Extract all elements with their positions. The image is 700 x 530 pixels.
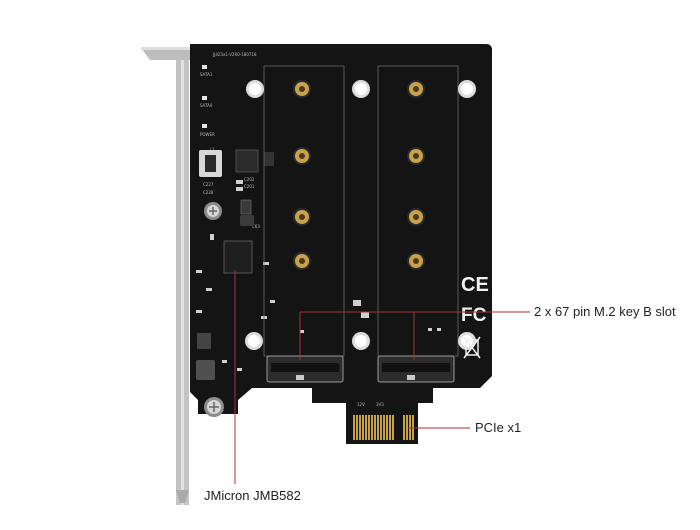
power-components — [196, 149, 274, 380]
board-code-text: JJ425a1-V2R0-180718 — [212, 52, 257, 57]
m2-connector-right — [377, 355, 455, 383]
weee-bin-icon — [463, 336, 481, 359]
ce-logo: CE — [461, 274, 489, 296]
pcb-board — [190, 44, 492, 444]
pcie-gold-fingers — [353, 415, 414, 440]
mounting-bracket — [141, 47, 190, 505]
led-label-sata0: SATA0 — [200, 103, 213, 108]
jmicron-chip — [223, 240, 253, 274]
callout-label-slot: 2 x 67 pin M.2 key B slot — [534, 304, 676, 319]
led-label-power: POWER — [200, 132, 215, 137]
smd-parts — [196, 234, 441, 371]
capacitor-label-c227: C227 — [203, 182, 214, 187]
callout-label-pcie: PCIe x1 — [475, 420, 522, 435]
led-label-sata1: SATA1 — [200, 72, 213, 77]
standoffs-right — [407, 80, 425, 270]
capacitor-label-c202: C202 — [244, 177, 255, 182]
status-leds — [202, 65, 207, 128]
mounting-holes — [245, 80, 476, 350]
callout-label-chip: JMicron JMB582 — [204, 488, 301, 503]
callout-line-slot — [299, 311, 530, 360]
screw-top — [204, 202, 222, 220]
pin-label-12v: 12V — [357, 402, 365, 407]
fcc-logo: FC — [461, 305, 487, 326]
capacitor-label-c228: C228 — [203, 190, 214, 195]
screw-bottom — [204, 397, 224, 417]
standoffs-left — [293, 80, 311, 270]
capacitor-label-c201: C201 — [244, 184, 255, 189]
capacitor-label-c63: C63 — [252, 224, 260, 229]
pin-label-3v3: 3V3 — [376, 402, 384, 407]
m2-connector-left — [266, 355, 344, 383]
inductor-label: L1 — [210, 147, 215, 152]
